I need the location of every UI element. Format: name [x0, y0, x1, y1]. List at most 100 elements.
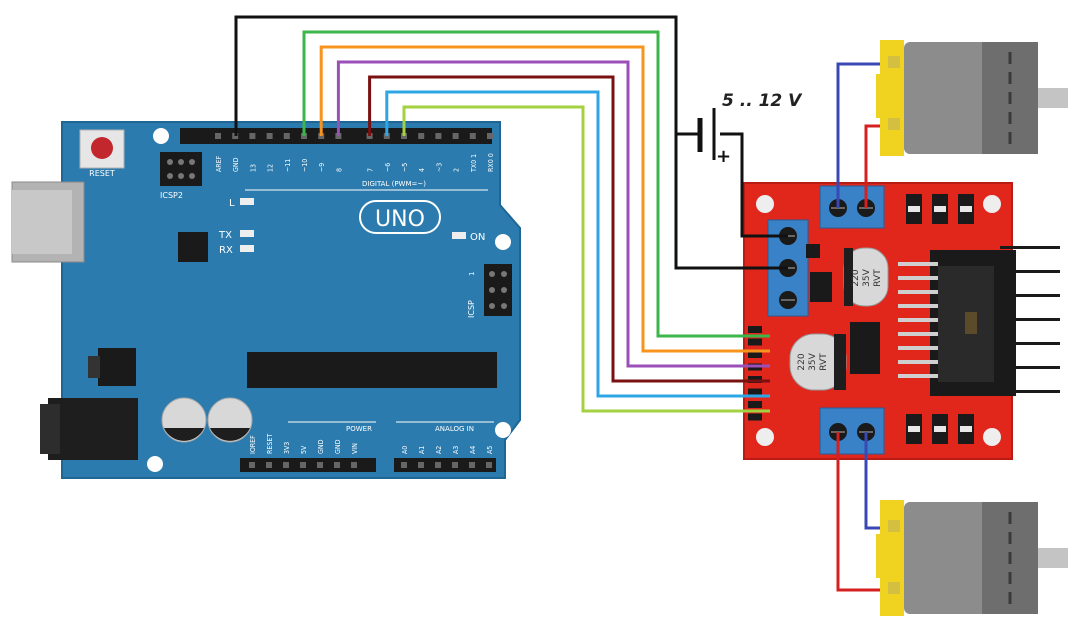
power-pin-label: RESET: [266, 434, 274, 454]
mount-hole: [495, 422, 511, 438]
pin-hole: [435, 462, 441, 468]
cap-bottom-line2: 35V: [808, 352, 818, 370]
driver-capacitor-top: 220 35V RVT: [843, 247, 889, 307]
cap-top-line3: RVT: [873, 269, 883, 287]
board-capacitor: [161, 397, 207, 443]
signal-wire: [302, 30, 770, 338]
motor-b-terminal[interactable]: [819, 407, 885, 455]
chip-pin: [898, 290, 938, 294]
usb-jack-face: [12, 190, 72, 254]
jumper-5v: [806, 244, 820, 258]
pin-hole: [401, 462, 407, 468]
motor-a-terminal[interactable]: [819, 185, 885, 229]
pin-hole: [351, 462, 357, 468]
smd-diode-band: [934, 426, 946, 432]
smd-diode-band: [908, 206, 920, 212]
input-pin: [748, 388, 762, 396]
digital-pin-label: ~10: [301, 159, 309, 172]
digital-pin-label: 12: [267, 164, 275, 172]
mount-hole: [147, 456, 163, 472]
input-pin: [748, 326, 762, 333]
led-rx: [240, 245, 254, 252]
pin-hole: [300, 462, 306, 468]
chip-pin: [898, 276, 938, 280]
digital-pin-label: 2: [453, 168, 461, 172]
digital-pin-label: TX0 1: [470, 154, 478, 173]
digital-pin-label: ~9: [318, 163, 326, 172]
pin-hole: [435, 133, 442, 139]
chip-pin: [898, 332, 938, 336]
battery-voltage-label: 5 .. 12 V: [722, 91, 803, 111]
regulator-5v: [810, 272, 832, 302]
smd-diode-band: [908, 426, 920, 432]
led-rx-label: RX: [219, 245, 233, 256]
power-header: [240, 458, 376, 472]
pin-hole: [469, 462, 475, 468]
heat-sink-fin: [1000, 342, 1060, 345]
smd-diode-band: [934, 206, 946, 212]
heat-sink-fin: [1000, 318, 1060, 321]
digital-pin-label: ~11: [284, 159, 292, 172]
power-pin-label: IOREF: [249, 435, 257, 454]
icsp2-header: [160, 152, 202, 186]
pin-hole: [215, 133, 221, 139]
input-pin: [748, 413, 762, 421]
digital-pin-label: ~5: [401, 163, 409, 172]
voltage-regulator: [98, 348, 136, 386]
power-pin-label: GND: [334, 439, 342, 454]
analog-pin-label: A1: [418, 446, 426, 454]
led-tx-label: TX: [218, 230, 232, 241]
smd-components: [906, 194, 974, 444]
driver-hole: [983, 195, 1001, 213]
power-pin-label: 3V3: [283, 442, 291, 454]
pin-hole: [418, 133, 425, 139]
cap-top-line2: 35V: [862, 268, 872, 286]
driver-hole: [756, 428, 774, 446]
usb-chip: [178, 232, 208, 262]
gnd-wire: [234, 15, 788, 270]
l298n-driver-board: 220 35V RVT 220 35V RVT: [743, 182, 1060, 460]
led-tx: [240, 230, 254, 237]
pin-hole: [452, 133, 459, 139]
dc-power-jack: [48, 398, 138, 460]
heat-sink-fins: [1000, 246, 1060, 393]
pin-hole: [317, 462, 323, 468]
uno-logo-frame: [359, 200, 441, 234]
pin-hole: [469, 133, 476, 139]
mount-hole: [495, 234, 511, 250]
analog-pin-label: A2: [435, 446, 443, 454]
analog-header: [394, 458, 496, 472]
pin-hole: [249, 133, 256, 139]
reset-button[interactable]: [79, 129, 125, 169]
atmega-chip: [247, 352, 497, 388]
pin-hole: [487, 133, 493, 139]
heat-sink-fin: [1000, 270, 1060, 273]
dc-motor-bottom: [876, 500, 1068, 616]
pin-hole: [283, 462, 289, 468]
pin-hole: [283, 133, 290, 139]
motor-b-wire-red: [836, 432, 890, 592]
analog-pin-label: A5: [486, 446, 494, 454]
signal-wire: [402, 105, 770, 413]
motor-a-wire-blue: [836, 62, 890, 208]
led-l-label: L: [229, 198, 235, 209]
mount-hole: [153, 128, 169, 144]
icsp-num: 1: [468, 272, 476, 276]
battery-plus-sign: +: [716, 146, 731, 167]
smd-diode-band: [960, 426, 972, 432]
regulator-chip: [850, 322, 880, 374]
battery-wire: [720, 132, 788, 238]
chip-pin: [898, 262, 938, 266]
driver-hole: [983, 428, 1001, 446]
dc-power-jack-face: [40, 404, 60, 454]
digital-label: DIGITAL (PWM=~): [362, 180, 426, 188]
digital-pin-label: 13: [249, 164, 257, 172]
power-label: POWER: [346, 425, 372, 433]
digital-pin-label: 4: [418, 168, 426, 172]
icsp2-label: ICSP2: [160, 191, 183, 200]
digital-pin-label: AREF: [215, 155, 223, 172]
arduino-pcb: [61, 121, 521, 479]
signal-wire: [319, 45, 770, 353]
pin-hole: [452, 462, 458, 468]
cap-top-line1: 220: [851, 269, 861, 286]
